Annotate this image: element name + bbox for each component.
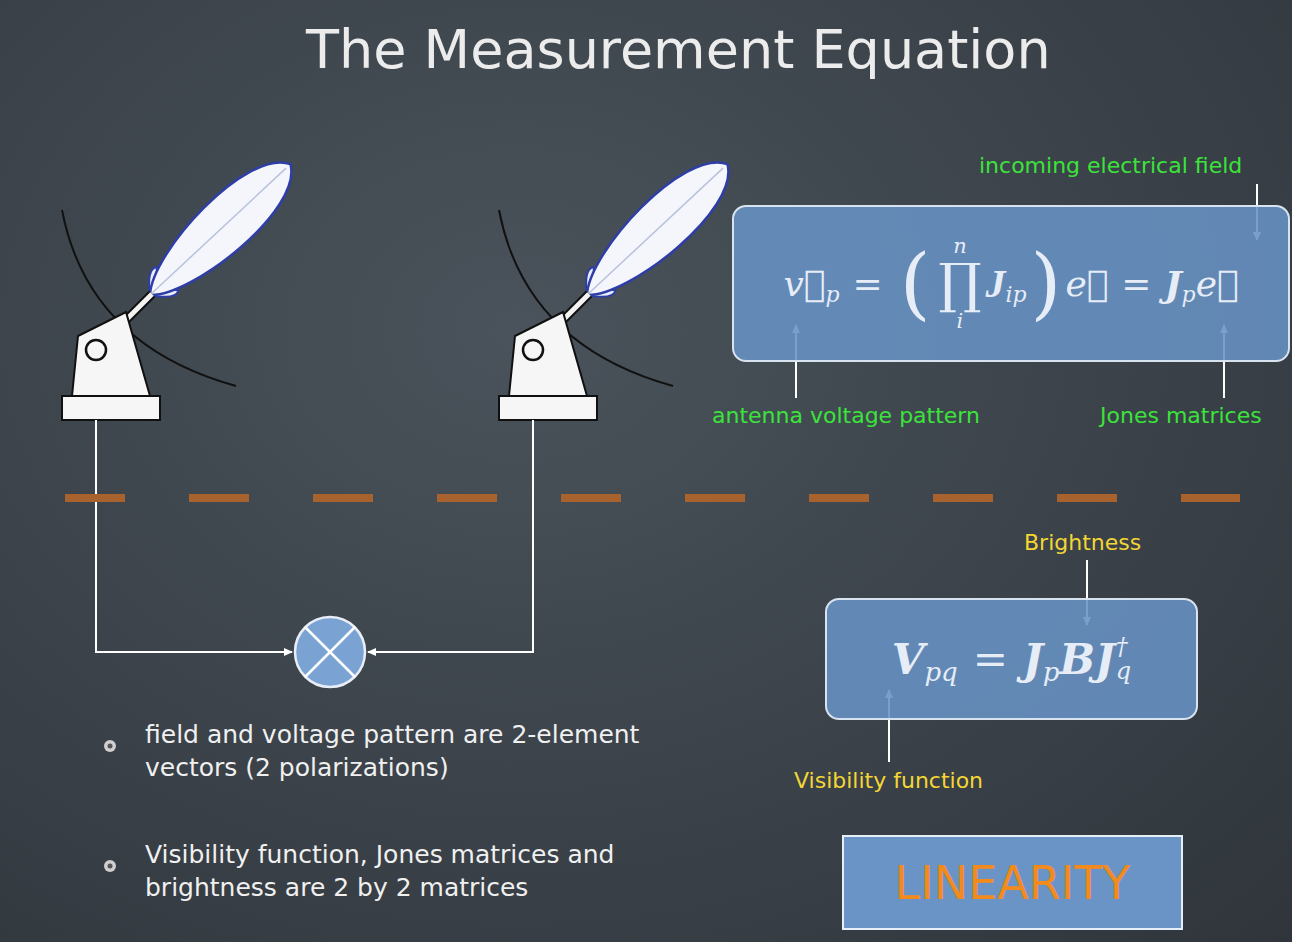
equation-symbol: =: [1121, 263, 1151, 304]
equation-symbol: e⃗: [1065, 263, 1108, 304]
equation-row: Vpq=JpBJ†q: [892, 635, 1131, 684]
equation-symbol: p: [825, 282, 839, 307]
equation-symbol: J: [1095, 635, 1115, 684]
telescope: [499, 144, 746, 420]
visibility-label: Visibility function: [794, 768, 983, 793]
equation-symbol: B: [1059, 635, 1095, 684]
slide-title: The Measurement Equation: [306, 18, 1051, 81]
signal-wire: [96, 420, 292, 652]
equation-symbol: (: [900, 244, 931, 323]
equation-symbol: pq: [924, 657, 957, 687]
bullet-mark: [104, 740, 116, 752]
multiplier-symbol: [295, 617, 365, 687]
equation-box: Vpq=JpBJ†q: [825, 598, 1198, 720]
linearity-box: LINEARITY: [842, 835, 1183, 930]
equation-symbol: J: [1023, 635, 1043, 684]
symbol-stack: n∏i: [938, 236, 981, 332]
equation-symbol: q: [1116, 659, 1131, 683]
linearity-text: LINEARITY: [895, 856, 1131, 910]
equation-row: LINEARITY: [895, 856, 1131, 910]
bullet-text: field and voltage pattern are 2-element …: [145, 718, 720, 784]
equation-symbol: ): [1031, 244, 1062, 323]
telescope: [62, 144, 309, 420]
symbol-stack: †q: [1116, 635, 1131, 683]
jones-label: Jones matrices: [1100, 403, 1262, 428]
equation-symbol: ∏: [938, 257, 981, 311]
equation-symbol: =: [973, 635, 1008, 684]
equation-symbol: J: [985, 260, 1005, 307]
equation-symbol: V: [892, 635, 925, 684]
equation-symbol: e⃗: [1196, 263, 1239, 304]
signal-wire: [368, 420, 533, 652]
pattern-label: antenna voltage pattern: [712, 403, 980, 428]
equation-symbol: v⃗: [783, 263, 825, 304]
equation-box: v⃗p=(n∏iJip)e⃗=Jpe⃗: [732, 205, 1290, 362]
equation-symbol: p: [1182, 282, 1196, 307]
brightness-label: Brightness: [1024, 530, 1141, 555]
bullet-text: Visibility function, Jones matrices and …: [145, 838, 720, 904]
bullet-mark: [104, 860, 116, 872]
divider-line: [65, 494, 1240, 502]
equation-symbol: J: [1165, 263, 1182, 305]
equation-symbol: =: [852, 263, 882, 304]
equation-symbol: †: [1116, 635, 1128, 659]
field-label: incoming electrical field: [979, 153, 1242, 178]
equation-symbol: n: [953, 236, 967, 257]
equation-symbol: p: [1043, 657, 1060, 687]
equation-row: v⃗p=(n∏iJip)e⃗=Jpe⃗: [783, 236, 1238, 332]
equation-symbol: i: [957, 311, 964, 332]
equation-symbol: ip: [1005, 282, 1026, 307]
